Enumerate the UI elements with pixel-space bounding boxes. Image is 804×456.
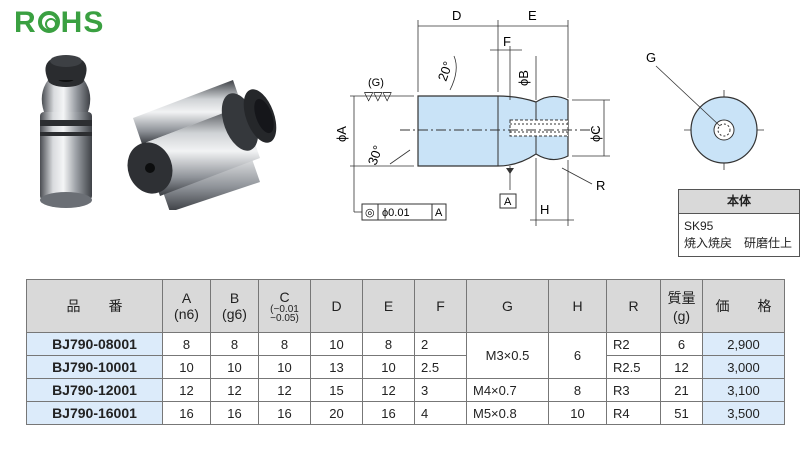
cell-d: 15 bbox=[310, 378, 363, 402]
cell-price: 3,500 bbox=[702, 401, 785, 425]
side-view: D E F ϕB ϕA ϕC 20° 30° (G) ▽▽▽ A bbox=[334, 8, 610, 226]
table-row: BJ790-08001 8 8 8 10 8 2 M3×0.5 6 R2 6 2… bbox=[26, 332, 785, 379]
cell-b: 16 bbox=[210, 401, 259, 425]
cell-f: 2 bbox=[414, 332, 467, 356]
lying-pin bbox=[127, 80, 277, 210]
col-a: A(n6) bbox=[162, 279, 211, 333]
finish-triangles-icon: ▽▽▽ bbox=[364, 89, 392, 103]
cell-price: 3,100 bbox=[702, 378, 785, 402]
cell-r: R2 bbox=[606, 332, 661, 356]
cell-g: M4×0.7 bbox=[466, 378, 549, 402]
cell-d: 20 bbox=[310, 401, 363, 425]
cell-c: 16 bbox=[258, 401, 311, 425]
cell-a: 16 bbox=[162, 401, 211, 425]
cell-c: 8 bbox=[258, 332, 311, 356]
cell-g: M5×0.8 bbox=[466, 401, 549, 425]
tolerance-value: ϕ0.01 bbox=[382, 207, 410, 219]
dim-phi-b: ϕB bbox=[516, 70, 531, 86]
dim-phi-a: ϕA bbox=[334, 126, 349, 142]
cell-f: 3 bbox=[414, 378, 467, 402]
cell-d: 13 bbox=[310, 355, 363, 379]
cell-h: 8 bbox=[548, 378, 607, 402]
cell-f: 4 bbox=[414, 401, 467, 425]
col-mass: 質量(g) bbox=[660, 279, 703, 333]
cell-e: 16 bbox=[362, 401, 415, 425]
cell-h: 10 bbox=[548, 401, 607, 425]
dim-r: R bbox=[596, 178, 605, 193]
rohs-logo-circle-icon bbox=[37, 11, 60, 33]
col-price: 価 格 bbox=[702, 279, 785, 333]
cell-price: 3,000 bbox=[702, 355, 785, 379]
part-number: BJ790-10001 bbox=[26, 355, 163, 379]
technical-drawing: D E F ϕB ϕA ϕC 20° 30° (G) ▽▽▽ A bbox=[334, 8, 764, 226]
dim-phi-c: ϕC bbox=[588, 125, 603, 142]
cell-r: R4 bbox=[606, 401, 661, 425]
table-header-row: 品 番 A(n6) B(g6) C (−0.01 −0.05) D E F G … bbox=[26, 279, 785, 333]
part-number: BJ790-16001 bbox=[26, 401, 163, 425]
col-c: C (−0.01 −0.05) bbox=[258, 279, 311, 333]
part-number: BJ790-12001 bbox=[26, 378, 163, 402]
cell-g: M3×0.5 bbox=[466, 332, 549, 379]
col-part: 品 番 bbox=[26, 279, 163, 333]
dim-h: H bbox=[540, 202, 549, 217]
material-box: 本体 SK95 焼入焼戻 研磨仕上 bbox=[678, 189, 800, 257]
cell-mass: 12 bbox=[660, 355, 703, 379]
col-f: F bbox=[414, 279, 467, 333]
cell-e: 10 bbox=[362, 355, 415, 379]
rohs-logo-hs: HS bbox=[60, 6, 105, 39]
part-number: BJ790-08001 bbox=[26, 332, 163, 356]
cell-price: 2,900 bbox=[702, 332, 785, 356]
cell-c: 10 bbox=[258, 355, 311, 379]
datum-a: A bbox=[504, 196, 512, 208]
angle-30: 30° bbox=[365, 143, 386, 167]
cell-b: 8 bbox=[210, 332, 259, 356]
cell-a: 8 bbox=[162, 332, 211, 356]
material-grade: SK95 bbox=[684, 219, 714, 233]
product-photo bbox=[40, 55, 277, 210]
runout-icon: ◎ bbox=[365, 207, 375, 219]
dim-d: D bbox=[452, 8, 461, 23]
dim-f: F bbox=[503, 34, 511, 49]
cell-h: 6 bbox=[548, 332, 607, 379]
material-treatment: 焼入焼戻 研磨仕上 bbox=[684, 236, 793, 250]
tolerance-datum: A bbox=[435, 207, 443, 219]
rohs-logo-r: R bbox=[14, 6, 37, 39]
cell-mass: 6 bbox=[660, 332, 703, 356]
table-row: BJ790-16001 16 16 16 20 16 4 M5×0.8 10 R… bbox=[26, 401, 785, 425]
cell-d: 10 bbox=[310, 332, 363, 356]
cell-b: 10 bbox=[210, 355, 259, 379]
rohs-logo: R HS bbox=[14, 6, 104, 40]
cell-f: 2.5 bbox=[414, 355, 467, 379]
cell-r: R2.5 bbox=[606, 355, 661, 379]
cell-mass: 51 bbox=[660, 401, 703, 425]
finish-mark-g: (G) bbox=[368, 77, 384, 89]
end-view: G bbox=[646, 50, 764, 170]
cell-b: 12 bbox=[210, 378, 259, 402]
col-h: H bbox=[548, 279, 607, 333]
upright-pin bbox=[40, 55, 92, 208]
cell-a: 10 bbox=[162, 355, 211, 379]
cell-c: 12 bbox=[258, 378, 311, 402]
spec-table: 品 番 A(n6) B(g6) C (−0.01 −0.05) D E F G … bbox=[26, 279, 785, 425]
dim-g: G bbox=[646, 50, 656, 65]
cell-r: R3 bbox=[606, 378, 661, 402]
table-row: BJ790-12001 12 12 12 15 12 3 M4×0.7 8 R3… bbox=[26, 378, 785, 402]
col-d: D bbox=[310, 279, 363, 333]
col-g: G bbox=[466, 279, 549, 333]
col-b: B(g6) bbox=[210, 279, 259, 333]
cell-mass: 21 bbox=[660, 378, 703, 402]
material-header: 本体 bbox=[679, 190, 799, 214]
col-r: R bbox=[606, 279, 661, 333]
col-e: E bbox=[362, 279, 415, 333]
cell-e: 8 bbox=[362, 332, 415, 356]
cell-e: 12 bbox=[362, 378, 415, 402]
angle-20: 20° bbox=[435, 59, 456, 83]
cell-a: 12 bbox=[162, 378, 211, 402]
dim-e: E bbox=[528, 8, 537, 23]
table-row: BJ790-10001 10 10 10 13 10 2.5 R2.5 12 3… bbox=[26, 355, 785, 379]
